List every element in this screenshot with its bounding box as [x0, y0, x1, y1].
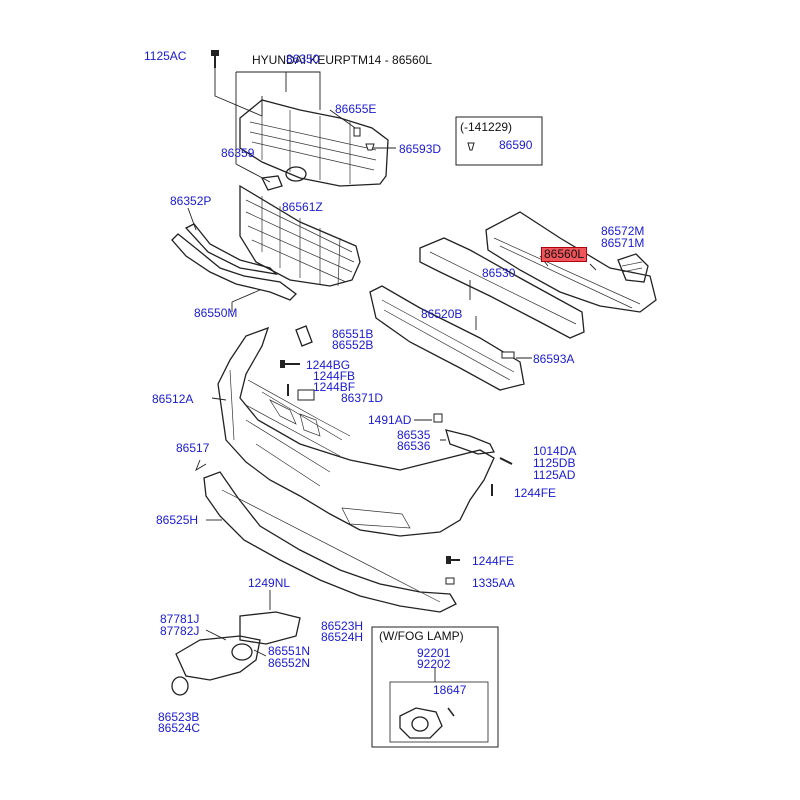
- clip-86655E-icon: [353, 127, 361, 137]
- callout-86525H[interactable]: 86525H: [156, 513, 199, 527]
- callout-1491AD[interactable]: 1491AD: [368, 413, 412, 427]
- callout-86524H[interactable]: 86524H: [321, 630, 364, 644]
- clip-1335AA-icon: [445, 577, 455, 585]
- bolt-1014DA-icon: [499, 457, 513, 465]
- callout-86572M[interactable]: 86572M: [601, 224, 645, 238]
- callout-86552B[interactable]: 86552B: [332, 338, 374, 352]
- callout-1125AC[interactable]: 1125AC: [144, 49, 187, 63]
- bolt-86593D-icon: [365, 143, 375, 151]
- callout-86550M[interactable]: 86550M: [194, 306, 238, 320]
- callout-86590[interactable]: 86590: [499, 138, 533, 152]
- callout-86350[interactable]: 86350: [286, 52, 320, 66]
- callout-86551B[interactable]: 86551B: [332, 327, 374, 341]
- callout-86535[interactable]: 86535: [397, 428, 431, 442]
- callout-86512A[interactable]: 86512A: [152, 392, 194, 406]
- callout-86523H[interactable]: 86523H: [321, 619, 364, 633]
- callout-1244FE-a[interactable]: 1244FE: [514, 486, 557, 500]
- callout-1335AA[interactable]: 1335AA: [472, 576, 515, 590]
- callout-86552N[interactable]: 86552N: [268, 656, 311, 670]
- callout-18647[interactable]: 18647: [433, 683, 467, 697]
- bolt-1244FE-b-icon: [446, 556, 460, 564]
- callout-1244FE-b[interactable]: 1244FE: [472, 554, 515, 568]
- callout-87782J[interactable]: 87782J: [160, 624, 200, 638]
- date-box-title: (-141229): [460, 120, 513, 134]
- upper-cover-86560L: [485, 211, 657, 313]
- callout-1244BF[interactable]: 1244BF: [313, 380, 356, 394]
- callout-86571M[interactable]: 86571M: [601, 236, 645, 250]
- bumper-cover-86512A: [217, 326, 495, 537]
- callout-86551N[interactable]: 86551N: [268, 644, 311, 658]
- date-note-box: [455, 116, 543, 166]
- callout-1125DB[interactable]: 1125DB: [533, 456, 576, 470]
- callout-86655E[interactable]: 86655E: [335, 102, 377, 116]
- callout-86593D[interactable]: 86593D: [399, 142, 442, 156]
- callout-86523B[interactable]: 86523B: [158, 710, 200, 724]
- callout-86536[interactable]: 86536: [397, 439, 431, 453]
- front-grille-86561Z: [239, 184, 361, 287]
- bracket-86535: [445, 429, 495, 455]
- grille-bracket-lines: [214, 62, 396, 183]
- bracket-86371D: [297, 389, 315, 401]
- clip-1491AD-icon: [433, 413, 443, 423]
- fog-lamp-inner-box: [389, 681, 489, 743]
- callout-92202[interactable]: 92202: [417, 657, 451, 671]
- fog-lamp-assembly: [399, 707, 455, 739]
- radiator-grille-upper: [239, 99, 389, 191]
- callout-86517[interactable]: 86517: [176, 441, 210, 455]
- fog-lamp-box: [371, 626, 499, 748]
- back-beam-86530: [419, 237, 585, 339]
- fog-box-title: (W/FOG LAMP): [379, 629, 464, 643]
- callout-87781J[interactable]: 87781J: [160, 612, 200, 626]
- callout-92201[interactable]: 92201: [417, 646, 451, 660]
- callout-1244FB[interactable]: 1244FB: [313, 369, 356, 383]
- diagram-title: HYUNDAI KEURPTM14 - 86560L: [252, 53, 433, 67]
- callout-86524C[interactable]: 86524C: [158, 721, 201, 735]
- bolt-1125AC-icon: [211, 50, 219, 68]
- callout-1125AD[interactable]: 1125AD: [533, 468, 576, 482]
- callout-1244BG[interactable]: 1244BG: [306, 358, 351, 372]
- callout-86359[interactable]: 86359: [221, 146, 255, 160]
- lower-skid-plate-86525H: [203, 471, 457, 613]
- callout-86593A[interactable]: 86593A: [533, 352, 575, 366]
- grille-molding: [171, 223, 297, 301]
- callout-86530[interactable]: 86530: [482, 266, 516, 280]
- bracket-86551B: [295, 325, 313, 347]
- energy-absorber-86520B: [369, 285, 525, 391]
- callout-86352P[interactable]: 86352P: [170, 194, 212, 208]
- callout-86520B[interactable]: 86520B: [421, 307, 463, 321]
- callout-1014DA[interactable]: 1014DA: [533, 444, 577, 458]
- clip-86593A-icon: [501, 351, 515, 359]
- callout-86560L-highlighted[interactable]: 86560L: [541, 247, 588, 262]
- callout-86371D[interactable]: 86371D: [341, 391, 384, 405]
- callout-86561Z[interactable]: 86561Z: [282, 200, 323, 214]
- bolt-1244BG-icon: [280, 360, 300, 368]
- callout-1249NL[interactable]: 1249NL: [248, 576, 291, 590]
- fog-lamp-bezel: [171, 590, 301, 696]
